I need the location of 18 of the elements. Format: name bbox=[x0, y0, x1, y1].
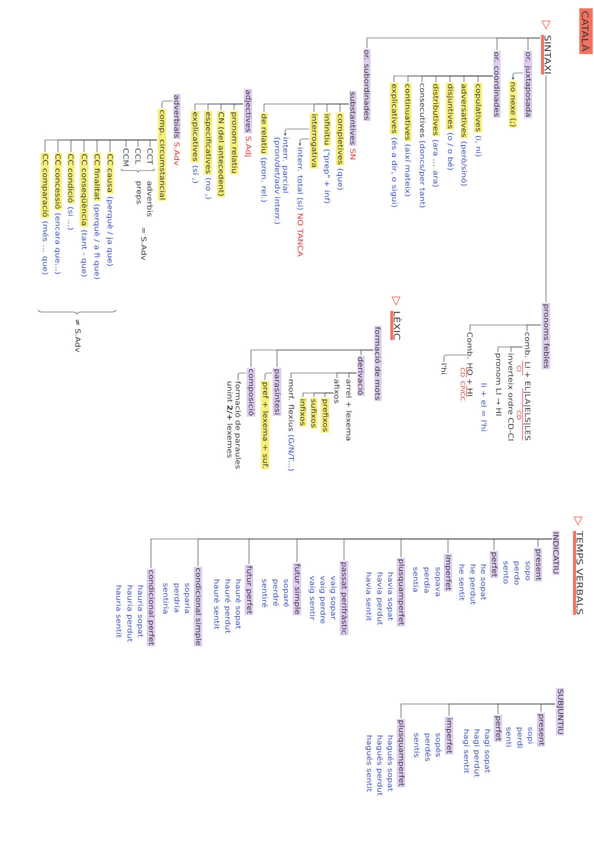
connector-line bbox=[366, 38, 540, 48]
connector-line bbox=[238, 372, 246, 380]
connector-line bbox=[250, 350, 374, 368]
connector-line bbox=[400, 704, 556, 718]
connector-line bbox=[444, 354, 467, 362]
connector-line bbox=[264, 104, 349, 112]
connector-line bbox=[302, 392, 334, 398]
connector-line bbox=[162, 100, 173, 108]
title-box: CATALÀ bbox=[579, 8, 593, 54]
connector-line bbox=[470, 324, 542, 332]
section-heading: TEMPS VERBALS bbox=[573, 530, 583, 615]
connector-line bbox=[498, 346, 523, 352]
connector-line bbox=[194, 104, 244, 110]
section-heading: LÈXIC bbox=[390, 310, 402, 340]
connector-line bbox=[150, 538, 552, 568]
connector-line bbox=[264, 372, 272, 380]
connector-line bbox=[290, 372, 357, 378]
section-heading: SINTAXI bbox=[541, 34, 551, 74]
